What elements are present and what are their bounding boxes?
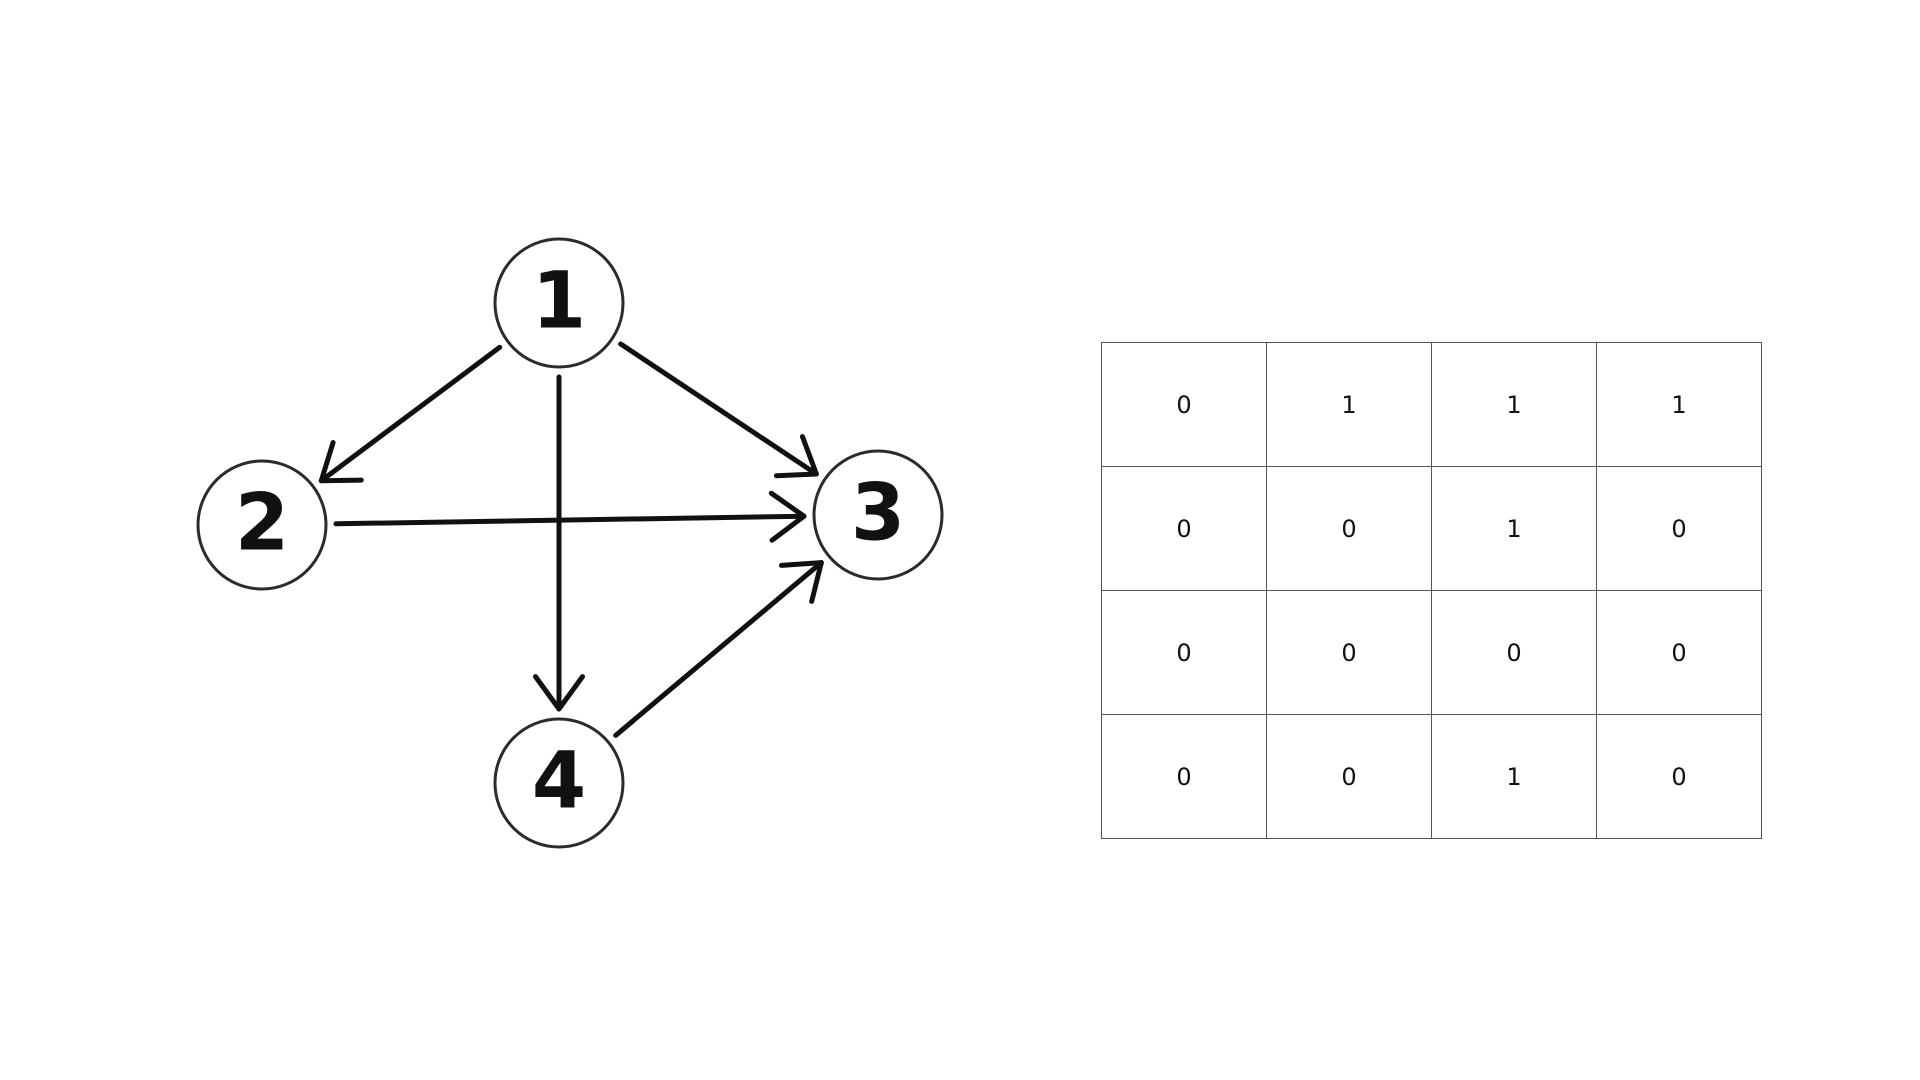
matrix-cell: 0 (1101, 466, 1267, 591)
matrix-cell: 0 (1266, 466, 1432, 591)
node-4-label: 4 (532, 736, 586, 826)
matrix-cell: 0 (1101, 714, 1267, 839)
matrix-row: 0 0 1 0 (1101, 466, 1762, 591)
arrowhead-icon (773, 434, 819, 479)
edge-line (318, 344, 503, 484)
edge-1-to-4 (532, 374, 586, 712)
nodes-layer: 1 2 3 4 (196, 237, 944, 849)
node-2: 2 (196, 459, 328, 591)
matrix-cell: 0 (1596, 714, 1762, 839)
edge-4-to-3 (613, 560, 824, 738)
edge-1-to-3 (618, 341, 819, 479)
node-2-label: 2 (235, 478, 289, 568)
matrix-cell: 0 (1266, 714, 1432, 839)
edge-line (333, 513, 807, 527)
matrix-cell: 0 (1596, 466, 1762, 591)
matrix-cell: 0 (1101, 342, 1267, 467)
matrix-cell: 0 (1266, 590, 1432, 715)
edge-2-to-3 (333, 490, 807, 543)
arrowhead-icon (318, 439, 364, 484)
matrix-row: 0 0 1 0 (1101, 714, 1762, 839)
edge-line (613, 560, 824, 738)
matrix-cell: 1 (1431, 342, 1597, 467)
arrowhead-icon (768, 490, 807, 543)
edge-line (618, 341, 819, 477)
node-2-circle (196, 459, 328, 591)
node-1: 1 (493, 237, 625, 369)
node-1-circle (493, 237, 625, 369)
node-3-label: 3 (851, 468, 905, 558)
adjacency-matrix: 0 1 1 1 0 0 1 0 0 0 0 0 0 0 1 0 (1101, 342, 1762, 839)
node-4: 4 (493, 717, 625, 849)
node-3-circle (812, 449, 944, 581)
matrix-cell: 1 (1266, 342, 1432, 467)
edge-1-to-2 (318, 344, 503, 484)
arrowhead-icon (778, 560, 824, 604)
matrix-cell: 1 (1431, 466, 1597, 591)
node-1-label: 1 (532, 256, 586, 346)
arrowhead-icon (532, 674, 586, 712)
matrix-cell: 1 (1596, 342, 1762, 467)
edges-layer (318, 341, 824, 738)
node-3: 3 (812, 449, 944, 581)
matrix-cell: 0 (1596, 590, 1762, 715)
matrix-cell: 0 (1431, 590, 1597, 715)
matrix-row: 0 0 0 0 (1101, 590, 1762, 715)
matrix-row: 0 1 1 1 (1101, 342, 1762, 467)
matrix-cell: 0 (1101, 590, 1267, 715)
node-4-circle (493, 717, 625, 849)
matrix-cell: 1 (1431, 714, 1597, 839)
